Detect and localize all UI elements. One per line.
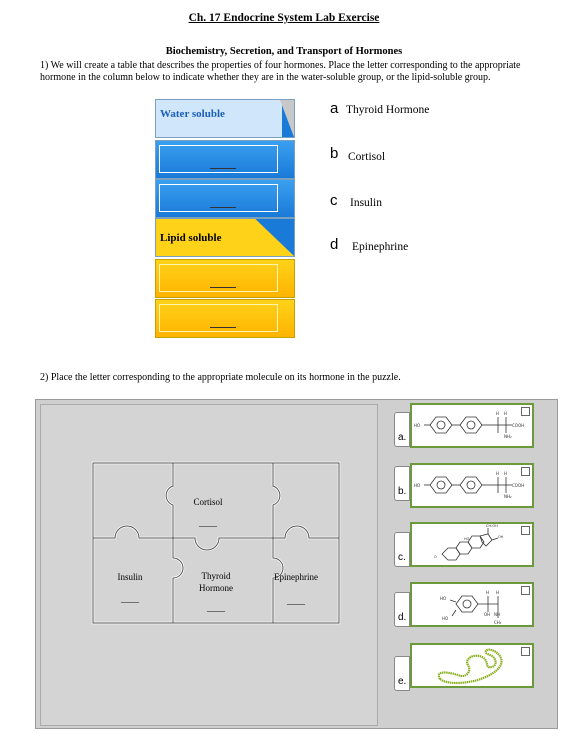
checkbox-icon[interactable]: [521, 526, 530, 535]
svg-text:H: H: [496, 590, 499, 595]
puzzle-blank-cortisol: ____: [199, 518, 217, 528]
svg-text:HO: HO: [414, 423, 420, 428]
water-soluble-slot-2[interactable]: [155, 179, 295, 218]
steroid-structure-icon: CH₂OH OH HO O: [434, 524, 504, 561]
option-thyroid-hormone: Thyroid Hormone: [346, 104, 430, 116]
svg-text:H: H: [496, 411, 499, 416]
molecule-c-cortisol[interactable]: CH₂OH OH HO O: [410, 522, 534, 567]
option-letter-c: c: [330, 192, 338, 209]
checkbox-icon[interactable]: [521, 586, 530, 595]
checkbox-icon[interactable]: [521, 407, 530, 416]
puzzle-pieces: [91, 461, 341, 625]
epinephrine-structure-icon: HO HO H H OH NH CH₃: [440, 590, 502, 625]
molecule-tab-c[interactable]: c.: [394, 532, 410, 567]
svg-text:CH₃: CH₃: [494, 620, 502, 625]
lipid-soluble-slot-2[interactable]: [155, 299, 295, 338]
option-letter-b: b: [330, 145, 339, 162]
molecule-tab-d[interactable]: d.: [394, 592, 410, 627]
svg-text:NH₂: NH₂: [504, 494, 512, 499]
molecule-tab-e[interactable]: e.: [394, 656, 410, 691]
option-cortisol: Cortisol: [348, 151, 386, 163]
question-1-text: 1) We will create a table that describes…: [40, 60, 521, 83]
option-insulin: Insulin: [350, 197, 382, 209]
molecule-e-insulin[interactable]: [410, 643, 534, 688]
puzzle-piece-epinephrine: Epinephrine: [274, 572, 318, 582]
molecule-d-epinephrine[interactable]: HO HO H H OH NH CH₃: [410, 582, 534, 627]
page-title: Ch. 17 Endocrine System Lab Exercise: [188, 12, 380, 24]
puzzle-blank-thyroid: ____: [207, 603, 225, 613]
puzzle-piece-cortisol: Cortisol: [193, 497, 223, 507]
svg-text:NH₂: NH₂: [504, 434, 512, 439]
checkbox-icon[interactable]: [521, 467, 530, 476]
svg-text:OH: OH: [484, 612, 490, 617]
puzzle-blank-insulin: ____: [121, 594, 139, 604]
svg-text:O: O: [434, 555, 437, 559]
water-soluble-header: Water soluble: [155, 99, 295, 138]
water-soluble-label: Water soluble: [160, 108, 225, 120]
svg-text:H: H: [486, 590, 489, 595]
puzzle-blank-epinephrine: ____: [287, 596, 305, 606]
section-subtitle: Biochemistry, Secretion, and Transport o…: [165, 46, 403, 57]
molecule-tab-a[interactable]: a.: [394, 412, 410, 447]
molecule-b-thyroid-analog[interactable]: HO H H COOH NH₂: [410, 463, 534, 508]
option-letter-a: a: [330, 100, 339, 117]
thyronine-structure-icon: HO H H COOH NH₂: [414, 471, 524, 499]
svg-text:HO: HO: [440, 596, 446, 601]
option-letter-d: d: [330, 236, 339, 253]
water-soluble-slot-1[interactable]: [155, 140, 295, 179]
svg-text:CH₂OH: CH₂OH: [486, 524, 498, 528]
lipid-soluble-slot-1[interactable]: [155, 259, 295, 298]
svg-text:OH: OH: [498, 535, 504, 539]
lipid-soluble-label: Lipid soluble: [160, 232, 222, 244]
svg-text:H: H: [496, 471, 499, 476]
svg-text:HO: HO: [414, 483, 420, 488]
option-epinephrine: Epinephrine: [352, 241, 409, 253]
puzzle-piece-thyroid-hormone: Thyroid Hormone: [199, 571, 233, 593]
svg-text:HO: HO: [464, 537, 470, 541]
svg-text:HO: HO: [442, 616, 448, 621]
svg-text:NH: NH: [494, 612, 500, 617]
svg-text:H: H: [504, 411, 507, 416]
svg-text:H: H: [504, 471, 507, 476]
svg-text:COOH: COOH: [512, 483, 524, 488]
puzzle-piece-insulin: Insulin: [117, 572, 143, 582]
lipid-soluble-header: Lipid soluble: [155, 218, 295, 257]
thyroxine-structure-icon: HO H H COOH NH₂: [414, 411, 524, 439]
checkbox-icon[interactable]: [521, 647, 530, 656]
puzzle-board: [40, 404, 378, 726]
molecule-a-thyroid[interactable]: HO H H COOH NH₂: [410, 403, 534, 448]
peptide-chain-icon: [437, 648, 503, 685]
question-2-text: 2) Place the letter corresponding to the…: [40, 372, 401, 383]
molecule-tab-b[interactable]: b.: [394, 466, 410, 501]
svg-text:COOH: COOH: [512, 423, 524, 428]
